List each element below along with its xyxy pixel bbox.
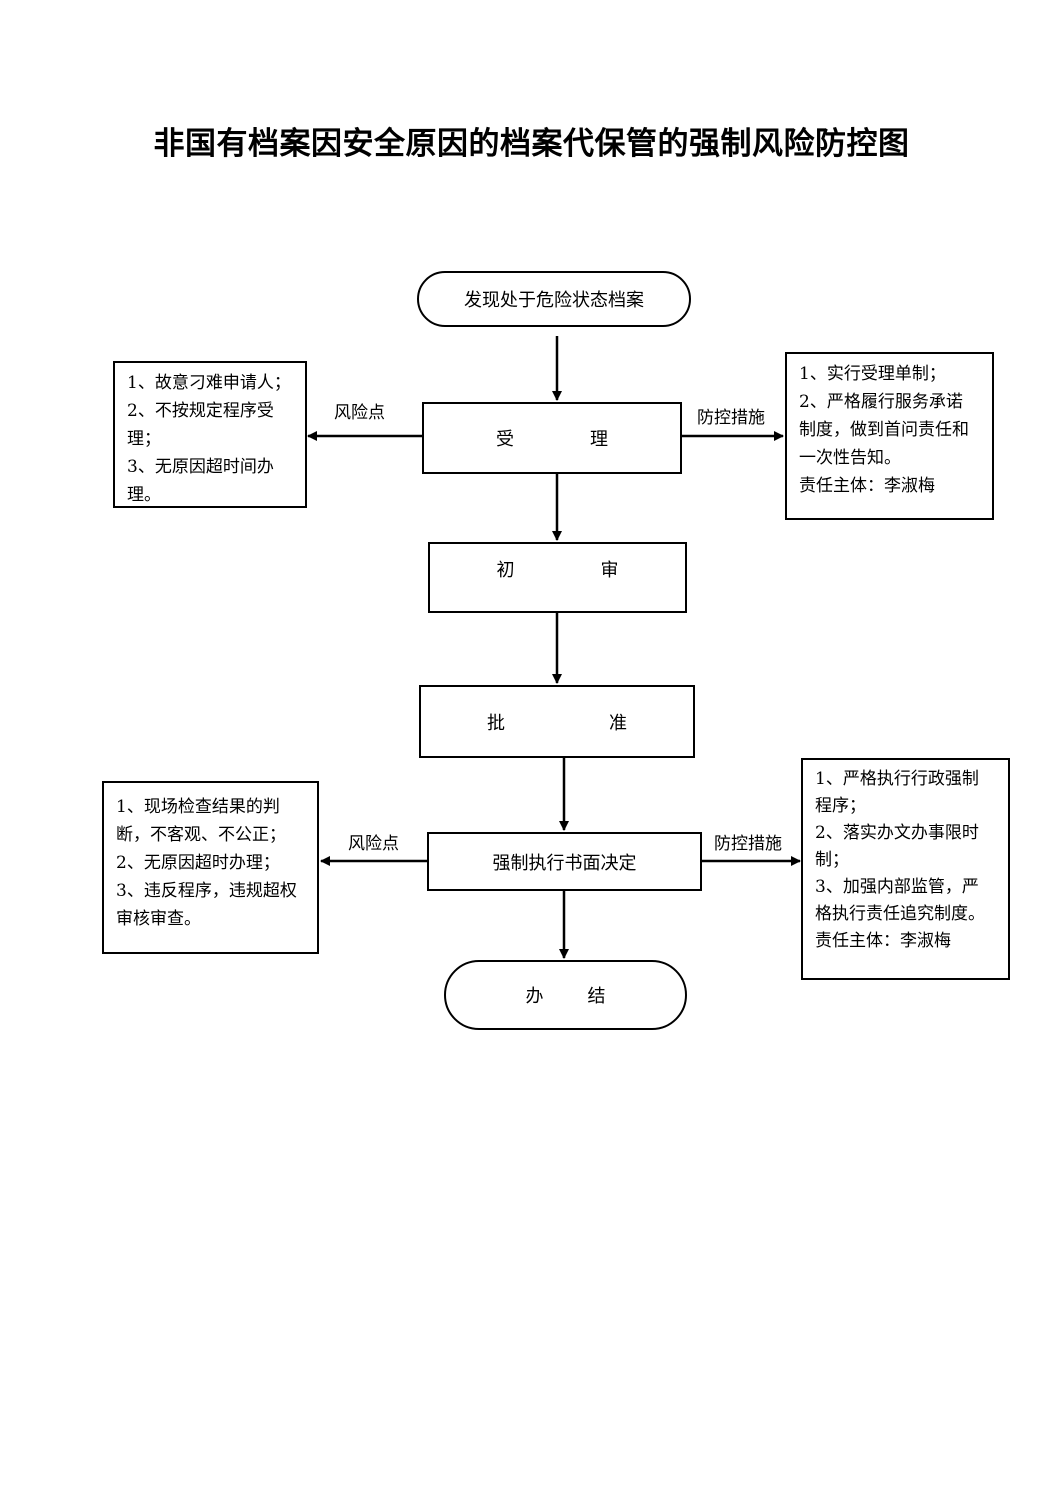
step-accept: 受 理 — [422, 402, 682, 474]
risk-note-decision: 1、现场检查结果的判 断，不客观、不公正； 2、无原因超时办理； 3、违反程序，… — [102, 781, 319, 954]
control-note-line: 1、实行受理单制； — [799, 364, 946, 384]
control-note-line: 制； — [815, 850, 849, 870]
control-note-line: 1、严格执行行政强制 — [815, 769, 979, 789]
step-approve-char-1: 批 — [487, 712, 505, 734]
risk-note-line: 2、无原因超时办理； — [116, 853, 280, 873]
risk-note-line: 1、现场检查结果的判 — [116, 797, 280, 817]
risk-point-label-2: 风险点 — [348, 834, 399, 854]
risk-note-line: 理； — [127, 429, 161, 449]
step-review-char-2: 审 — [600, 560, 619, 581]
risk-point-label-1: 风险点 — [334, 403, 385, 423]
risk-note-line: 2、不按规定程序受 — [127, 401, 274, 421]
control-note-accept: 1、实行受理单制； 2、严格履行服务承诺 制度，做到首问责任和 一次性告知。 责… — [785, 352, 994, 520]
risk-note-line: 断，不客观、不公正； — [116, 825, 286, 845]
control-note-decision: 1、严格执行行政强制 程序； 2、落实办文办事限时 制； 3、加强内部监管，严 … — [801, 758, 1010, 980]
page-title: 非国有档案因安全原因的档案代保管的强制风险防控图 — [153, 126, 910, 162]
step-review-char-1: 初 — [496, 560, 515, 581]
control-note-line: 2、落实办文办事限时 — [815, 823, 979, 843]
control-note-line: 3、加强内部监管，严 — [815, 877, 979, 897]
risk-note-line: 1、故意刁难申请人； — [127, 373, 291, 393]
step-approve: 批 准 — [419, 685, 695, 758]
step-approve-char-2: 准 — [609, 712, 627, 734]
step-accept-char-1: 受 — [496, 429, 514, 450]
step-review: 初 审 — [428, 542, 687, 613]
control-measures-label-1: 防控措施 — [697, 408, 765, 428]
step-decision: 强制执行书面决定 — [427, 832, 702, 891]
control-note-line: 制度，做到首问责任和 — [799, 420, 969, 440]
step-decision-label: 强制执行书面决定 — [492, 852, 637, 874]
risk-note-line: 3、无原因超时间办 — [127, 457, 274, 477]
risk-note-accept: 1、故意刁难申请人； 2、不按规定程序受 理； 3、无原因超时间办 理。 — [113, 361, 307, 508]
control-measures-label-2: 防控措施 — [714, 834, 782, 854]
control-note-line: 格执行责任追究制度。 — [815, 904, 985, 924]
control-note-line: 程序； — [815, 796, 866, 816]
control-note-line: 2、严格履行服务承诺 — [799, 392, 963, 412]
risk-note-line: 3、违反程序，违规超权 — [116, 881, 297, 901]
start-node: 发现处于危险状态档案 — [417, 271, 691, 327]
control-note-line: 一次性告知。 — [799, 448, 901, 468]
start-node-label: 发现处于危险状态档案 — [464, 290, 644, 311]
end-node-char-1: 办 — [525, 986, 544, 1007]
step-accept-char-2: 理 — [590, 429, 608, 450]
risk-note-line: 审核审查。 — [116, 909, 201, 929]
control-note-line: 责任主体：李淑梅 — [815, 931, 951, 951]
risk-note-line: 理。 — [127, 485, 161, 505]
end-node-char-2: 结 — [587, 986, 606, 1007]
end-node: 办 结 — [444, 960, 687, 1030]
control-note-line: 责任主体：李淑梅 — [799, 476, 935, 496]
